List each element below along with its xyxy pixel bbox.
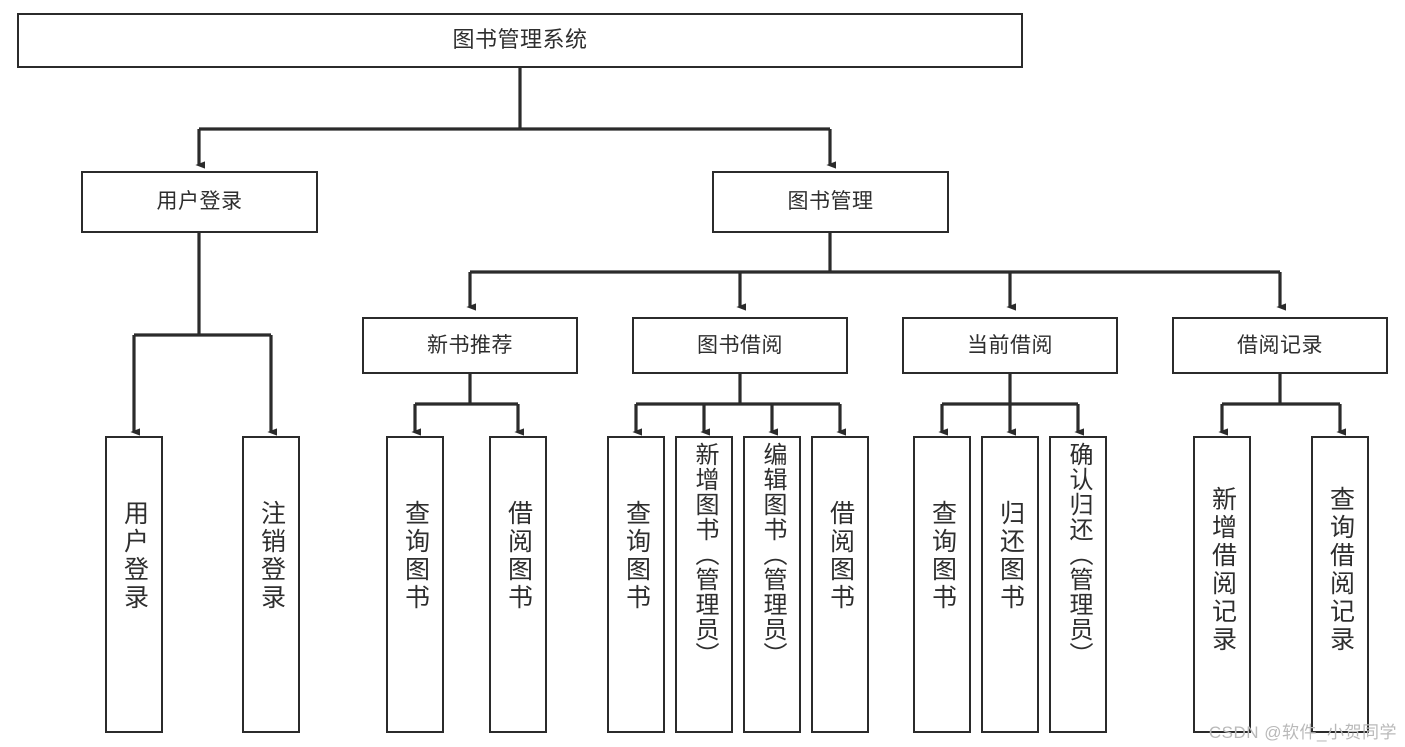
node-root-system[interactable]: 图书管理系统 bbox=[17, 13, 1023, 68]
node-label: 借阅图书 bbox=[826, 500, 855, 612]
node-label: 当前借阅 bbox=[967, 333, 1053, 357]
node-label: 借阅记录 bbox=[1237, 333, 1323, 357]
leaf-query-book-2[interactable]: 查询图书 bbox=[607, 436, 665, 733]
leaf-add-book[interactable]: 新增图书（管理员） bbox=[675, 436, 733, 733]
node-label: 归还图书 bbox=[996, 500, 1025, 612]
leaf-logout-login[interactable]: 注销登录 bbox=[242, 436, 300, 733]
node-book-borrow[interactable]: 图书借阅 bbox=[632, 317, 848, 374]
node-current-borrow[interactable]: 当前借阅 bbox=[902, 317, 1118, 374]
leaf-query-book-3[interactable]: 查询图书 bbox=[913, 436, 971, 733]
leaf-confirm-return[interactable]: 确认归还（管理员） bbox=[1049, 436, 1107, 733]
node-borrow-records[interactable]: 借阅记录 bbox=[1172, 317, 1388, 374]
leaf-borrow-book-1[interactable]: 借阅图书 bbox=[489, 436, 547, 733]
node-label: 新书推荐 bbox=[427, 333, 513, 357]
node-label: 查询图书 bbox=[622, 500, 651, 612]
node-label: 图书管理 bbox=[787, 190, 874, 214]
node-label: 查询图书 bbox=[401, 500, 430, 612]
node-label: 用户登录 bbox=[156, 190, 243, 214]
node-label: 图书借阅 bbox=[697, 333, 783, 357]
node-book-management[interactable]: 图书管理 bbox=[712, 171, 949, 233]
node-label: 图书管理系统 bbox=[452, 27, 588, 53]
node-label: 借阅图书 bbox=[504, 500, 533, 612]
node-label: 新增借阅记录 bbox=[1208, 486, 1237, 654]
leaf-edit-book[interactable]: 编辑图书（管理员） bbox=[743, 436, 801, 733]
leaf-query-book-1[interactable]: 查询图书 bbox=[386, 436, 444, 733]
leaf-query-record[interactable]: 查询借阅记录 bbox=[1311, 436, 1369, 733]
node-label: 查询图书 bbox=[928, 500, 957, 612]
node-label: 注销登录 bbox=[257, 500, 286, 612]
leaf-return-book[interactable]: 归还图书 bbox=[981, 436, 1039, 733]
leaf-add-record[interactable]: 新增借阅记录 bbox=[1193, 436, 1251, 733]
csdn-watermark: CSDN @软件_小贺同学 bbox=[1208, 723, 1397, 742]
leaf-borrow-book-2[interactable]: 借阅图书 bbox=[811, 436, 869, 733]
node-label: 查询借阅记录 bbox=[1326, 486, 1355, 654]
node-label: 用户登录 bbox=[120, 500, 149, 612]
leaf-user-login[interactable]: 用户登录 bbox=[105, 436, 163, 733]
node-label: 编辑图书（管理员） bbox=[759, 442, 786, 667]
node-label: 新增图书（管理员） bbox=[691, 442, 718, 667]
node-user-login[interactable]: 用户登录 bbox=[81, 171, 318, 233]
node-new-book-recommend[interactable]: 新书推荐 bbox=[362, 317, 578, 374]
node-label: 确认归还（管理员） bbox=[1065, 442, 1092, 667]
